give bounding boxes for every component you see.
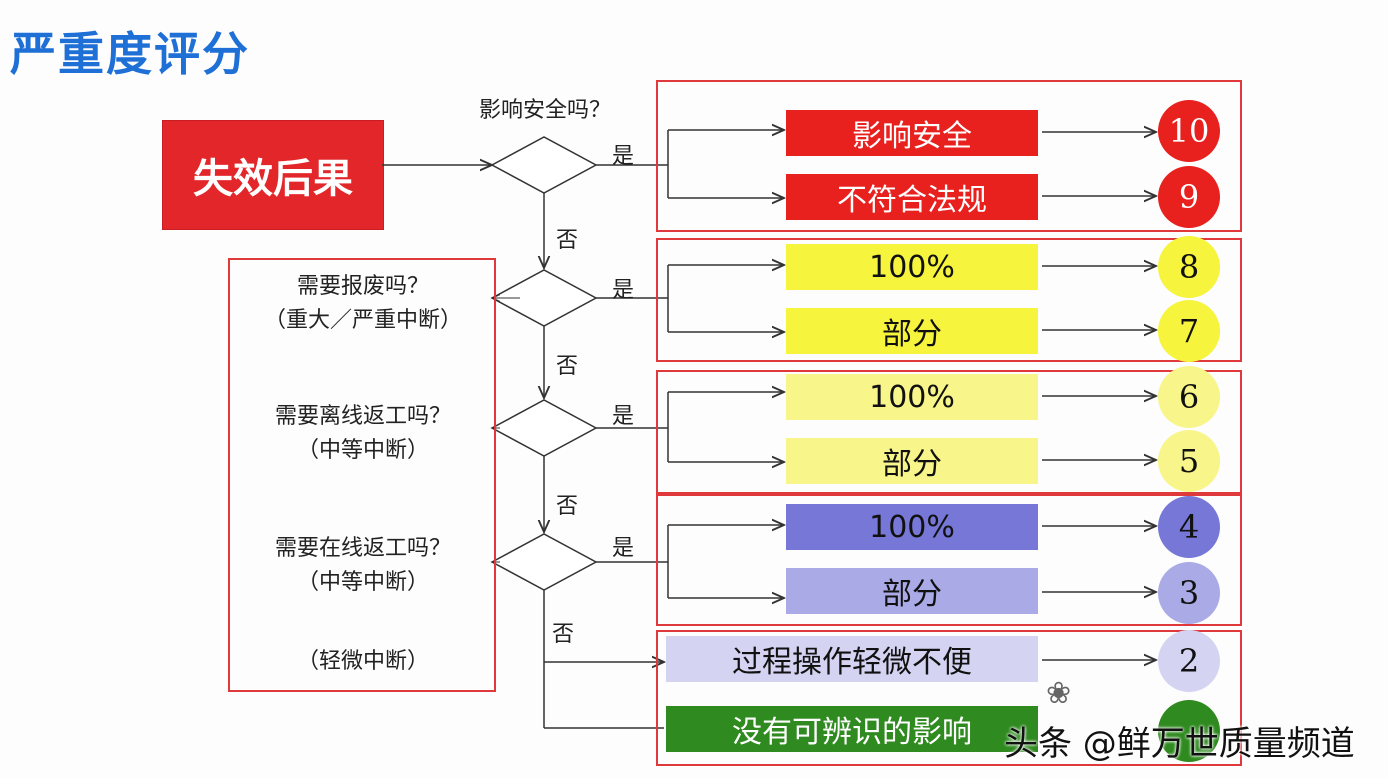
score-value: 2 [1178,642,1200,680]
outcome-box: 不符合法规 [786,174,1038,220]
question-scrap-line2: （重大／严重中断） [263,308,462,333]
no-label-1: 否 [556,228,579,253]
question-scrap: 需要报废吗？ （重大／严重中断） [232,270,494,338]
page-title: 严重度评分 [10,27,250,81]
question-scrap-line1: 需要报废吗？ [296,274,429,299]
outcome-label: 部分 [882,317,942,352]
score-circle: 5 [1158,430,1220,492]
start-label: 失效后果 [193,156,353,202]
decision-diamond-1 [490,136,598,194]
score-circle: 6 [1158,366,1220,428]
frame-questions [228,258,496,692]
outcome-label: 100% [869,379,955,415]
yes-label-4: 是 [612,536,635,561]
frame-minor-group [656,630,1242,766]
frame-safety-group [656,80,1242,232]
outcome-label: 100% [869,509,955,545]
watermark-text: 头条 @鲜万世质量频道 [1004,724,1355,764]
score-value: 4 [1178,508,1200,546]
score-value: 10 [1168,112,1210,150]
outcome-box: 100% [786,244,1038,290]
question-online-rework: 需要在线返工吗？ （中等中断） [232,532,494,600]
outcome-label: 过程操作轻微不便 [732,645,972,680]
outcome-box: 影响安全 [786,110,1038,156]
no-label-3: 否 [556,494,579,519]
question-safety-line1: 影响安全吗？ [478,98,611,123]
frame-scrap-group [656,238,1242,362]
question-offline-line1: 需要离线返工吗？ [274,404,451,429]
outcome-box: 部分 [786,438,1038,484]
score-value: 3 [1178,574,1200,612]
score-arrows [1042,132,1156,660]
outcome-label: 100% [869,249,955,285]
score-circle: 4 [1158,496,1220,558]
score-circle: 7 [1158,300,1220,362]
frame-online-group [656,494,1242,626]
no-label-2: 否 [556,354,579,379]
outcome-label: 不符合法规 [837,183,987,218]
question-offline-line2: （中等中断） [296,438,429,463]
yes-label-2: 是 [612,278,635,303]
decision-diamond-4 [490,533,598,591]
decision-diamond-3 [490,399,598,457]
yes-label-1: 是 [612,144,635,169]
outcome-box: 部分 [786,308,1038,354]
start-box: 失效后果 [162,120,384,230]
question-offline-rework: 需要离线返工吗？ （中等中断） [232,400,494,468]
outcome-box: 部分 [786,568,1038,614]
watermark-logo-icon: ❀ [1046,676,1072,711]
question-safety: 影响安全吗？ [430,94,660,128]
score-value: 7 [1178,312,1200,350]
outcome-box: 没有可辨识的影响 [666,706,1038,752]
question-online-line2: （中等中断） [296,570,429,595]
yes-branch-4 [596,525,784,598]
yes-branch-1 [596,130,784,198]
outcome-label: 没有可辨识的影响 [732,715,972,750]
outcome-label: 部分 [882,447,942,482]
outcome-label: 部分 [882,577,942,612]
yes-branch-2 [596,265,784,332]
score-circle: 10 [1158,100,1220,162]
score-circle: 3 [1158,562,1220,624]
question-online-line1: 需要在线返工吗？ [274,536,451,561]
minor-disruption-label: （轻微中断） [296,649,429,674]
score-circle: 2 [1158,630,1220,692]
outcome-box: 100% [786,374,1038,420]
score-circle [1158,700,1220,762]
frame-offline-group [656,370,1242,494]
outcome-box: 过程操作轻微不便 [666,636,1038,682]
outcome-box: 100% [786,504,1038,550]
no-label-4: 否 [552,622,575,647]
score-value: 8 [1178,248,1200,286]
score-value: 9 [1178,178,1200,216]
score-value: 6 [1178,378,1200,416]
outcome-label: 影响安全 [852,119,972,154]
score-circle: 8 [1158,236,1220,298]
score-value: 5 [1178,442,1200,480]
score-circle: 9 [1158,166,1220,228]
yes-label-3: 是 [612,404,635,429]
